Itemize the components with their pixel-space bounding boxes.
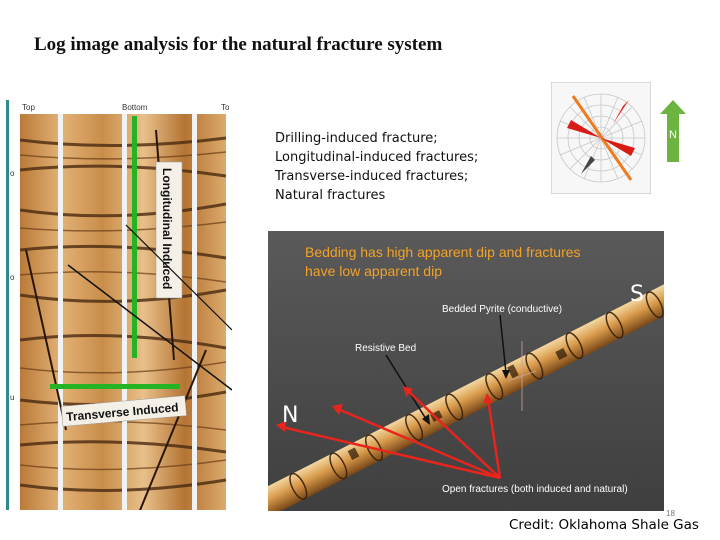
south-label: S — [630, 282, 644, 307]
fracture-type-list: Drilling-induced fracture; Longitudinal-… — [275, 129, 478, 205]
longitudinal-induced-label: Longitudinal Induced — [160, 168, 174, 289]
slide-title: Log image analysis for the natural fract… — [34, 34, 443, 55]
rose-diagram — [551, 82, 651, 194]
headline-line-1: Bedding has high apparent dip and fractu… — [305, 244, 581, 260]
north-arrow-icon: N — [660, 100, 686, 162]
depth-mark: o — [10, 169, 15, 178]
fracture-type-item: Natural fractures — [275, 188, 386, 203]
page-number: 18 — [666, 509, 675, 518]
depth-mark: u — [10, 393, 14, 402]
open-fractures-label: Open fractures (both induced and natural… — [442, 484, 628, 495]
track-label-bottom: Bottom — [122, 103, 148, 112]
depth-mark: o — [10, 273, 15, 282]
headline-line-2: have low apparent dip — [305, 263, 442, 279]
transverse-marker — [50, 384, 180, 389]
north-label-3d: N — [282, 403, 299, 428]
credit-line: Credit: Oklahoma Shale Gas — [509, 517, 699, 533]
longitudinal-marker — [132, 116, 137, 358]
log-image: Top Bottom To o o u Longitudinal Induced… — [6, 100, 232, 510]
north-label: N — [669, 129, 677, 141]
track-label-to: To — [221, 103, 230, 112]
borehole-tube — [268, 283, 664, 511]
bedded-pyrite-label: Bedded Pyrite (conductive) — [442, 304, 562, 315]
track-label-top: Top — [22, 103, 35, 112]
resistive-bed-label: Resistive Bed — [355, 343, 416, 354]
borehole-3d-panel: Bedding has high apparent dip and fractu… — [268, 231, 664, 511]
fracture-type-item: Drilling-induced fracture; — [275, 131, 438, 146]
fracture-type-item: Transverse-induced fractures; — [275, 169, 469, 184]
open-fracture-arrows — [276, 386, 502, 480]
fracture-type-item: Longitudinal-induced fractures; — [275, 150, 479, 165]
